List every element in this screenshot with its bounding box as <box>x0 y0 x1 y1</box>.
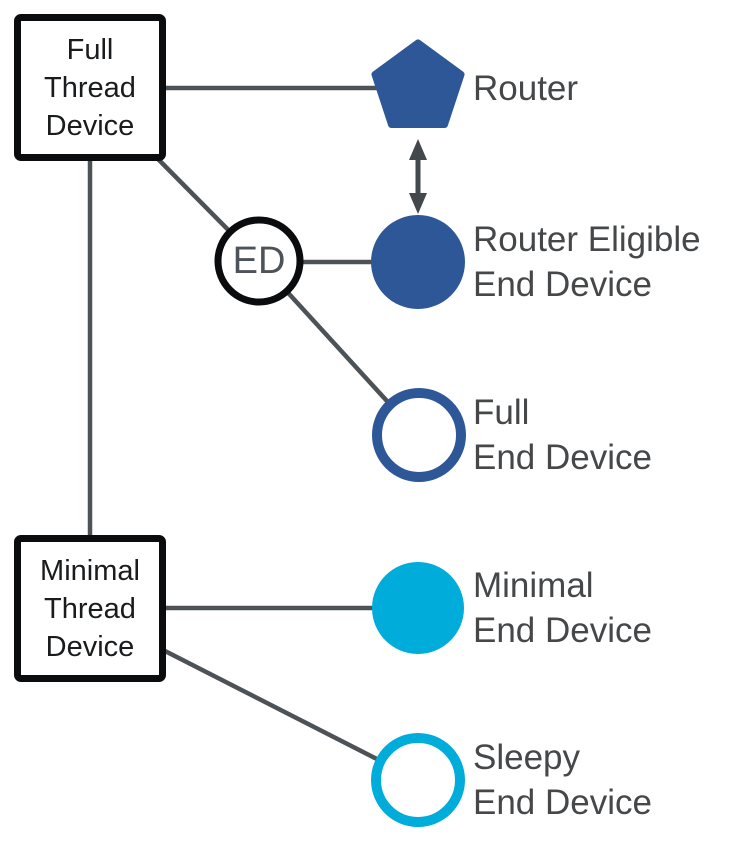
ed-badge-circle <box>214 216 304 306</box>
router-pentagon-icon <box>371 39 465 128</box>
router-label: Router <box>473 66 578 111</box>
full-end-device-circle <box>372 388 466 482</box>
arrow-head-up-icon <box>409 139 427 160</box>
fed-label-line2: End Device <box>473 438 652 477</box>
router-eligible-end-device-circle <box>371 215 465 309</box>
bidirectional-arrow <box>409 139 427 214</box>
arrow-head-down-icon <box>409 193 427 214</box>
sed-label-line1: Sleepy <box>473 738 581 777</box>
fed-label-line1: Full <box>473 393 530 432</box>
med-label-line1: Minimal <box>473 566 594 605</box>
minimal-thread-device-box: Minimal Thread Device <box>14 535 166 682</box>
router-label-line1: Router <box>473 69 579 108</box>
full-thread-device-label-line1: Full <box>66 33 114 66</box>
full-thread-device-label-line2: Thread <box>44 71 136 104</box>
full-end-device-label: Full End Device <box>473 390 652 480</box>
sed-label-line2: End Device <box>473 783 652 822</box>
minimal-end-device-label: Minimal End Device <box>473 563 652 653</box>
reed-label-line1: Router Eligible <box>473 220 701 259</box>
router-node <box>371 39 465 128</box>
router-eligible-end-device-label: Router Eligible End Device <box>473 217 701 307</box>
ed-badge-label: ED <box>232 240 286 282</box>
full-thread-device-box: Full Thread Device <box>14 14 166 161</box>
minimal-thread-device-label-line2: Thread <box>44 592 136 625</box>
edge-mtd-sed <box>163 648 420 783</box>
minimal-end-device-circle <box>372 562 464 654</box>
sleepy-end-device-circle <box>371 733 465 827</box>
minimal-thread-device-label-line1: Minimal <box>40 554 140 587</box>
reed-label-line2: End Device <box>473 265 652 304</box>
sleepy-end-device-label: Sleepy End Device <box>473 735 652 825</box>
med-label-line2: End Device <box>473 611 652 650</box>
minimal-thread-device-label-line3: Device <box>45 630 135 663</box>
full-thread-device-label-line3: Device <box>45 109 135 142</box>
